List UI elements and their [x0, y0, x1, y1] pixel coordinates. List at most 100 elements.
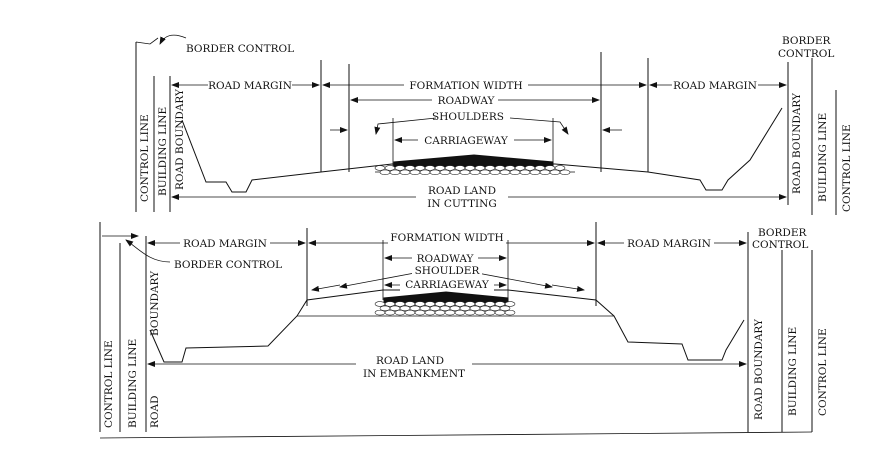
border-control-pointer — [159, 34, 187, 45]
border-label-bottom-right: BORDER — [758, 227, 808, 239]
stone — [374, 309, 386, 316]
stone — [534, 165, 546, 171]
stone — [484, 301, 496, 307]
shoulder-arrow-right-bottom — [551, 284, 585, 292]
control-line-label-left-bottom: CONTROL LINE — [103, 340, 115, 428]
shoulder-label-bottom: SHOULDER — [415, 265, 481, 277]
stone — [524, 165, 536, 171]
in-cutting-label: IN CUTTING — [427, 198, 496, 210]
shoulders-pointer-left — [374, 117, 437, 135]
stone — [414, 165, 426, 171]
stone — [504, 301, 516, 307]
road-margin-label-right-bottom: ROAD MARGIN — [627, 238, 711, 250]
stone — [399, 305, 411, 312]
shoulder-pointer-left-bottom — [339, 271, 421, 289]
stone — [544, 165, 556, 171]
roadway-label-top: ROADWAY — [438, 95, 496, 107]
stone — [454, 309, 466, 316]
formation-width-label-top: FORMATION WIDTH — [409, 80, 522, 92]
stone — [464, 301, 476, 307]
embankment-ground-profile — [149, 289, 745, 363]
bottom-ground-line — [99, 431, 813, 439]
stone — [429, 169, 441, 176]
stone — [474, 301, 486, 307]
building-line-label-right-top: BUILDING LINE — [817, 113, 829, 202]
formation-width-label-bottom: FORMATION WIDTH — [390, 232, 503, 244]
stone — [549, 169, 561, 176]
stone — [424, 309, 436, 316]
road-land-label-bottom: ROAD LAND — [376, 355, 444, 367]
stone — [419, 305, 431, 312]
stone — [489, 305, 501, 312]
stone — [554, 165, 566, 171]
carriageway-label-bottom: CARRIAGEWAY — [405, 279, 490, 291]
stone — [499, 169, 511, 176]
stone — [514, 165, 526, 171]
road-margin-label-left-bottom: ROAD MARGIN — [183, 238, 267, 250]
stone — [529, 169, 541, 176]
stone — [484, 165, 496, 171]
stone — [494, 301, 506, 307]
stone — [419, 169, 431, 176]
stone — [399, 169, 411, 176]
stone — [394, 309, 406, 316]
stone — [434, 301, 446, 307]
stone — [414, 309, 426, 316]
stone — [444, 165, 456, 171]
stone — [509, 169, 521, 176]
stone — [384, 309, 396, 316]
stone — [464, 309, 476, 316]
stone — [429, 305, 441, 312]
stone — [454, 301, 466, 307]
stone — [424, 165, 436, 171]
border-control-label-bottom: BORDER CONTROL — [174, 259, 282, 271]
shoulders-pointer-right — [509, 117, 569, 135]
stone — [494, 309, 506, 316]
in-embankment-label: IN EMBANKMENT — [363, 368, 465, 380]
cutting-section: BORDER CONTROL BORDER CONTROL ROAD MARGI… — [135, 34, 853, 215]
stone — [434, 309, 446, 316]
stone — [484, 309, 496, 316]
control-label-bottom-right: CONTROL — [752, 239, 808, 251]
stone — [454, 165, 466, 171]
shoulder-pointer-right-bottom — [471, 271, 553, 289]
stone — [459, 169, 471, 176]
control-line-label-left-top: CONTROL LINE — [139, 114, 151, 202]
stone — [409, 169, 421, 176]
road-land-label-top: ROAD LAND — [428, 185, 496, 197]
stone — [474, 309, 486, 316]
shoulders-label: SHOULDERS — [432, 111, 504, 123]
border-control-label-top: BORDER CONTROL — [186, 43, 294, 55]
stone — [449, 305, 461, 312]
building-line-label-left-top: BUILDING LINE — [157, 107, 169, 196]
road-label-left-bottom: ROAD — [149, 395, 161, 428]
stone — [459, 305, 471, 312]
embankment-section: ROAD MARGIN FORMATION WIDTH ROAD MARGIN … — [99, 222, 829, 439]
control-line-label-right-bottom: CONTROL LINE — [817, 328, 829, 416]
control-label-top-right: CONTROL — [778, 48, 834, 60]
stone — [379, 169, 391, 176]
stone — [464, 165, 476, 171]
stone — [559, 169, 571, 176]
stone — [404, 309, 416, 316]
stone — [499, 305, 511, 312]
stone — [449, 169, 461, 176]
stone — [414, 301, 426, 307]
stone — [504, 165, 516, 171]
stone — [374, 165, 386, 171]
border-control-pointer-bottom — [125, 239, 171, 263]
boundary-label-left-bottom: BOUNDARY — [149, 270, 161, 336]
stone — [469, 305, 481, 312]
border-label-top-right: BORDER — [782, 35, 832, 47]
road-boundary-label-right-bottom: ROAD BOUNDARY — [753, 318, 765, 420]
stone — [404, 301, 416, 307]
stone — [539, 169, 551, 176]
stone — [374, 301, 386, 307]
roadway-label-bottom: ROADWAY — [417, 253, 475, 265]
stone — [384, 165, 396, 171]
stone — [479, 169, 491, 176]
stone — [469, 169, 481, 176]
stone — [384, 301, 396, 307]
stone — [394, 165, 406, 171]
